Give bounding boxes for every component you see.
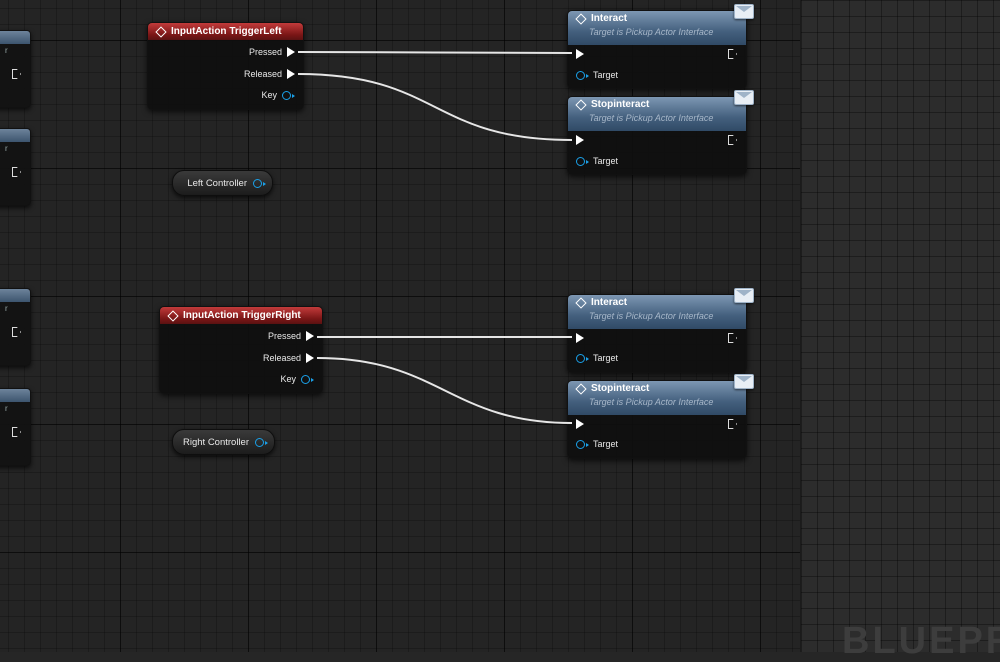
node-header[interactable]: Stopinteract Target is Pickup Actor Inte… bbox=[568, 381, 746, 415]
target-pin-row[interactable]: Target bbox=[576, 156, 618, 166]
right-controller-variable[interactable]: Right Controller bbox=[172, 429, 275, 455]
input-action-trigger-right-node[interactable]: InputAction TriggerRight Pressed Release… bbox=[159, 306, 323, 394]
exec-out-icon[interactable] bbox=[12, 427, 21, 437]
key-label: Key bbox=[261, 90, 277, 100]
node-title: Interact bbox=[591, 297, 628, 308]
event-diamond-icon bbox=[167, 309, 179, 322]
target-label: Target bbox=[593, 70, 619, 80]
exec-out-pin-icon[interactable] bbox=[728, 419, 737, 429]
pressed-label: Pressed bbox=[267, 331, 301, 341]
key-pin-icon[interactable] bbox=[282, 90, 295, 100]
message-envelope-icon bbox=[734, 374, 754, 389]
released-pin-row[interactable]: Released bbox=[263, 353, 314, 363]
exec-in-pin-icon[interactable] bbox=[576, 333, 584, 343]
pressed-label: Pressed bbox=[248, 47, 282, 57]
left-controller-variable[interactable]: Left Controller bbox=[172, 170, 273, 196]
pressed-pin-row[interactable]: Pressed bbox=[268, 331, 314, 341]
wire-left-pressed-to-interact[interactable] bbox=[297, 51, 573, 54]
node-subtitle: Target is Pickup Actor Interface bbox=[589, 397, 714, 407]
target-label: Target bbox=[593, 439, 619, 449]
message-envelope-icon bbox=[734, 4, 754, 19]
interact-message-node-2[interactable]: Interact Target is Pickup Actor Interfac… bbox=[567, 288, 754, 373]
message-envelope-icon bbox=[734, 90, 754, 105]
partial-node-label: r bbox=[5, 304, 8, 313]
node-header[interactable]: InputAction TriggerRight bbox=[160, 307, 322, 324]
target-label: Target bbox=[593, 353, 619, 363]
node-title: InputAction TriggerRight bbox=[183, 310, 301, 321]
partial-node-header bbox=[0, 31, 30, 44]
partial-node-1[interactable]: r bbox=[0, 30, 31, 108]
function-diamond-icon bbox=[575, 12, 587, 25]
variable-label: Right Controller bbox=[183, 436, 249, 448]
partial-node-4[interactable]: r bbox=[0, 388, 31, 466]
node-subtitle: Target is Pickup Actor Interface bbox=[589, 311, 714, 321]
partial-node-label: r bbox=[5, 144, 8, 153]
exec-in-pin-icon[interactable] bbox=[576, 49, 584, 59]
node-subtitle: Target is Pickup Actor Interface bbox=[589, 113, 714, 123]
exec-in-pin-icon[interactable] bbox=[576, 419, 584, 429]
partial-node-header bbox=[0, 389, 30, 402]
exec-in-pin-icon[interactable] bbox=[576, 135, 584, 145]
object-pin-icon[interactable] bbox=[255, 437, 268, 447]
partial-node-header bbox=[0, 129, 30, 142]
interact-message-node-1[interactable]: Interact Target is Pickup Actor Interfac… bbox=[567, 4, 754, 89]
target-pin-row[interactable]: Target bbox=[576, 70, 618, 80]
partial-node-3[interactable]: r bbox=[0, 288, 31, 366]
released-label: Released bbox=[243, 69, 282, 79]
partial-node-label: r bbox=[5, 404, 8, 413]
exec-out-icon[interactable] bbox=[12, 167, 21, 177]
exec-pin-icon[interactable] bbox=[306, 353, 314, 363]
input-action-trigger-left-node[interactable]: InputAction TriggerLeft Pressed Released… bbox=[147, 22, 304, 110]
node-header[interactable]: Interact Target is Pickup Actor Interfac… bbox=[568, 11, 746, 45]
exec-pin-icon[interactable] bbox=[287, 47, 295, 57]
object-pin-icon[interactable] bbox=[576, 439, 589, 449]
released-label: Released bbox=[262, 353, 301, 363]
message-envelope-icon bbox=[734, 288, 754, 303]
stopinteract-message-node-1[interactable]: Stopinteract Target is Pickup Actor Inte… bbox=[567, 90, 754, 175]
node-title: Stopinteract bbox=[591, 99, 650, 110]
key-pin-icon[interactable] bbox=[301, 374, 314, 384]
node-title: Stopinteract bbox=[591, 383, 650, 394]
released-pin-row[interactable]: Released bbox=[244, 69, 295, 79]
exec-out-icon[interactable] bbox=[12, 69, 21, 79]
key-label: Key bbox=[280, 374, 296, 384]
target-pin-row[interactable]: Target bbox=[576, 353, 618, 363]
partial-node-2[interactable]: r bbox=[0, 128, 31, 206]
key-pin-row[interactable]: Key bbox=[280, 374, 314, 384]
wire-left-released-to-stopinteract[interactable] bbox=[297, 73, 573, 141]
target-label: Target bbox=[593, 156, 619, 166]
wire-right-released-to-stopinteract[interactable] bbox=[316, 357, 573, 424]
target-pin-row[interactable]: Target bbox=[576, 439, 618, 449]
object-pin-icon[interactable] bbox=[576, 156, 589, 166]
exec-out-pin-icon[interactable] bbox=[728, 333, 737, 343]
node-header[interactable]: InputAction TriggerLeft bbox=[148, 23, 303, 40]
object-pin-icon[interactable] bbox=[576, 353, 589, 363]
event-diamond-icon bbox=[155, 25, 167, 38]
object-pin-icon[interactable] bbox=[253, 178, 266, 188]
node-title: InputAction TriggerLeft bbox=[171, 26, 282, 37]
object-pin-icon[interactable] bbox=[576, 70, 589, 80]
exec-out-pin-icon[interactable] bbox=[728, 49, 737, 59]
partial-node-header bbox=[0, 289, 30, 302]
pressed-pin-row[interactable]: Pressed bbox=[249, 47, 295, 57]
exec-out-pin-icon[interactable] bbox=[728, 135, 737, 145]
function-diamond-icon bbox=[575, 98, 587, 111]
exec-pin-icon[interactable] bbox=[287, 69, 295, 79]
exec-pin-icon[interactable] bbox=[306, 331, 314, 341]
node-header[interactable]: Stopinteract Target is Pickup Actor Inte… bbox=[568, 97, 746, 131]
stopinteract-message-node-2[interactable]: Stopinteract Target is Pickup Actor Inte… bbox=[567, 374, 754, 459]
node-title: Interact bbox=[591, 13, 628, 24]
partial-node-label: r bbox=[5, 46, 8, 55]
node-header[interactable]: Interact Target is Pickup Actor Interfac… bbox=[568, 295, 746, 329]
blueprint-watermark: BLUEPR bbox=[842, 620, 1000, 662]
key-pin-row[interactable]: Key bbox=[261, 90, 295, 100]
exec-out-icon[interactable] bbox=[12, 327, 21, 337]
details-side-panel bbox=[800, 0, 1000, 652]
function-diamond-icon bbox=[575, 382, 587, 395]
function-diamond-icon bbox=[575, 296, 587, 309]
node-subtitle: Target is Pickup Actor Interface bbox=[589, 27, 714, 37]
variable-label: Left Controller bbox=[187, 177, 247, 189]
